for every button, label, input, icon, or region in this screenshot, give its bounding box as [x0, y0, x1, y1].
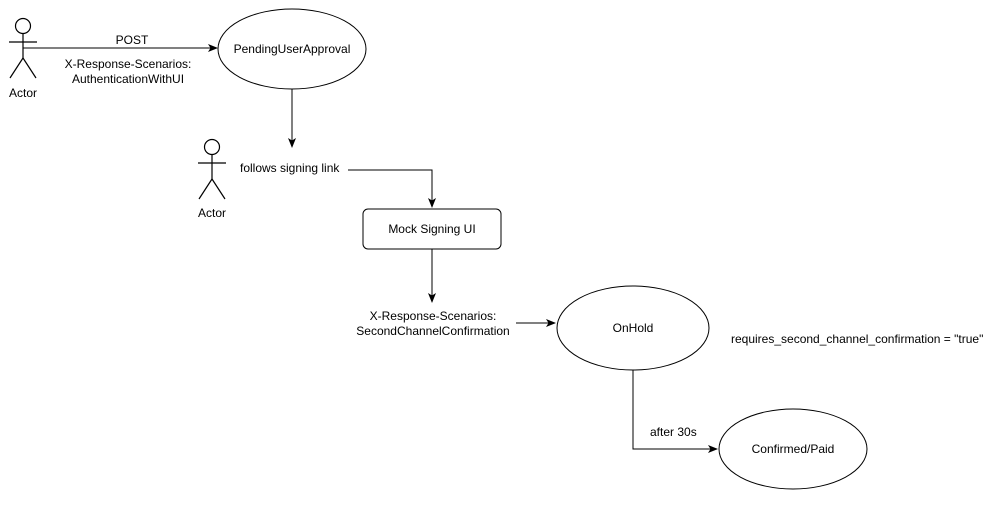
- actor-label: Actor: [9, 86, 37, 100]
- edge-label-scenario-second-line1: X-Response-Scenarios:: [370, 309, 497, 323]
- process-mock-signing-ui[interactable]: Mock Signing UI: [362, 208, 502, 250]
- state-on-hold[interactable]: OnHold: [556, 285, 710, 371]
- process-label: Mock Signing UI: [388, 222, 475, 236]
- state-label: OnHold: [613, 321, 654, 335]
- actor-2: Actor: [198, 138, 226, 220]
- edge-follows-signing-link: [348, 169, 436, 208]
- actor-icon: [9, 17, 37, 79]
- actor-1: Actor: [9, 17, 37, 100]
- actor-label: Actor: [198, 206, 226, 220]
- edge-after-30s: [632, 370, 718, 453]
- edge-label-scenario-auth-line2: AuthenticationWithUI: [72, 72, 184, 86]
- state-pending-user-approval[interactable]: PendingUserApproval: [217, 8, 367, 90]
- edge-label-scenario-auth-line1: X-Response-Scenarios:: [65, 57, 192, 71]
- edge-label-after-30s: after 30s: [650, 425, 697, 439]
- note-requires-second-channel: requires_second_channel_confirmation = "…: [731, 332, 983, 346]
- state-label: PendingUserApproval: [234, 42, 351, 56]
- state-confirmed-paid[interactable]: Confirmed/Paid: [718, 408, 868, 490]
- edge-label-post: POST: [116, 33, 149, 47]
- edge-label-scenario-second-line2: SecondChannelConfirmation: [356, 324, 509, 338]
- edge-label-follows-signing-link: follows signing link: [240, 161, 340, 175]
- actor-icon: [198, 138, 226, 200]
- state-label: Confirmed/Paid: [752, 442, 835, 456]
